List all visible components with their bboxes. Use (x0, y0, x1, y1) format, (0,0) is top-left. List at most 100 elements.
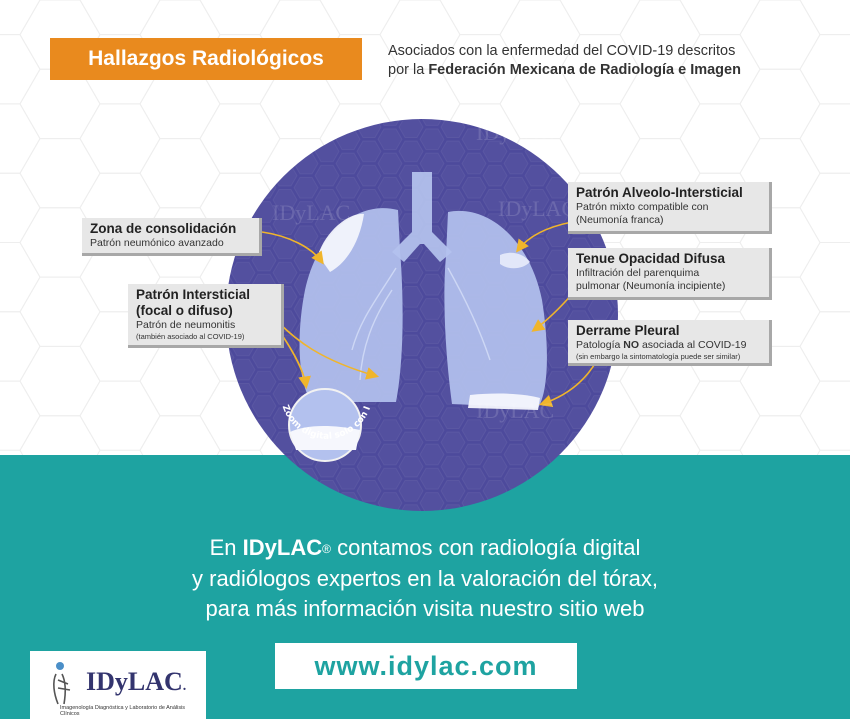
promo-message: En IDyLAC® contamos con radiología digit… (0, 533, 850, 624)
consolidation-zone (318, 213, 364, 272)
circle-hexagon (419, 346, 445, 369)
callout-intersticial-sub: Patrón de neumonitis (136, 319, 236, 331)
circle-hexagon (587, 128, 613, 151)
circle-hexagon (461, 128, 487, 151)
circle-hexagon (545, 467, 571, 490)
circle-hexagon (587, 467, 613, 490)
circle-hexagon (230, 431, 256, 454)
circle-hexagon (377, 128, 403, 151)
circle-hexagon (587, 419, 613, 442)
message-line-2: y radiólogos expertos en la valoración d… (192, 566, 658, 592)
watermark-3: IDyLAC (498, 196, 577, 221)
circle-hexagon (398, 455, 424, 478)
callout-opacidad-title: Tenue Opacidad Difusa (576, 251, 726, 266)
circle-hexagon (251, 395, 277, 417)
circle-hexagon (524, 431, 550, 454)
circle-hexagon (398, 119, 424, 138)
circle-hexagon (226, 419, 235, 442)
circle-hexagon (226, 395, 235, 417)
bg-hexagon (799, 172, 850, 243)
circle-hexagon (503, 201, 529, 223)
logo-caption: Imagenología Diagnóstica y Laboratorio d… (60, 705, 186, 717)
circle-hexagon (587, 152, 613, 175)
circle-hexagon (461, 467, 487, 490)
circle-hexagon (272, 189, 298, 211)
circle-hexagon (419, 419, 445, 442)
circle-hexagon (545, 322, 571, 345)
circle-hexagon (440, 431, 466, 454)
circle-hexagon (482, 504, 508, 511)
trachea (392, 172, 452, 262)
logo-figure-icon (53, 662, 71, 705)
circle-hexagon (272, 261, 298, 284)
circle-hexagon (482, 164, 508, 187)
circle-hexagon (608, 140, 618, 163)
circle-hexagon (226, 119, 235, 126)
circle-hexagon (356, 140, 382, 163)
circle-hexagon (356, 455, 382, 478)
callout-opacidad: Tenue Opacidad Difusa Infiltración del p… (568, 248, 772, 300)
subtitle-line-2-bold: Federación Mexicana de Radiología e Imag… (428, 62, 741, 78)
circle-hexagon (419, 443, 445, 466)
circle-hexagon (503, 419, 529, 442)
circle-hexagon (251, 467, 277, 490)
callout-alveolo-sub-2: (Neumonía franca) (576, 214, 664, 226)
circle-hexagon (566, 140, 592, 163)
circle-hexagon (314, 189, 340, 211)
circle-hexagon (251, 119, 277, 126)
message-line-1-suffix: contamos con radiología digital (337, 535, 641, 560)
circle-hexagon (461, 419, 487, 442)
bg-hexagon (799, 103, 850, 174)
circle-hexagon (230, 455, 256, 478)
arrow-derrame (538, 361, 597, 408)
watermark-1: IDyLAC (476, 120, 555, 145)
circle-hexagon (461, 152, 487, 175)
circle-hexagon (482, 455, 508, 478)
circle-hexagon (566, 119, 592, 138)
website-link[interactable]: www.idylac.com (275, 643, 577, 689)
arrow-consolidacion (261, 231, 324, 265)
circle-hexagon (377, 152, 403, 175)
circle-hexagon (230, 140, 256, 163)
circle-hexagon (608, 358, 618, 381)
circle-hexagon (608, 504, 618, 511)
callout-intersticial-small: (también asociado al COVID-19) (136, 332, 245, 341)
circle-hexagon (293, 128, 319, 151)
circle-hexagon (377, 492, 403, 511)
circle-hexagon (272, 237, 298, 260)
zoom-effusion-detail (290, 426, 360, 450)
watermark-4: IDyLAC (476, 398, 555, 423)
circle-hexagon (226, 128, 235, 151)
circle-hexagon (230, 261, 256, 284)
circle-hexagon (226, 370, 235, 393)
circle-hexagon (251, 128, 277, 151)
circle-hexagon (272, 119, 298, 138)
header-subtitle: Asociados con la enfermedad del COVID-19… (388, 42, 828, 80)
circle-hexagon (545, 298, 571, 320)
callout-opacidad-sub-2: pulmonar (Neumonía incipiente) (576, 280, 726, 292)
circle-hexagon (608, 455, 618, 478)
circle-hexagon (377, 419, 403, 442)
circle-hexagon (419, 273, 445, 296)
circle-hexagon (440, 140, 466, 163)
circle-hexagon (335, 119, 361, 126)
circle-hexagon (230, 119, 256, 138)
circle-hexagon (398, 480, 424, 502)
callout-consolidacion-sub: Patrón neumónico avanzado (90, 237, 224, 249)
callout-derrame: Derrame Pleural Patología NO asociada al… (568, 320, 772, 366)
circle-hexagon (440, 504, 466, 511)
circle-hexagon (587, 119, 613, 126)
circle-hexagon (419, 119, 445, 126)
circle-hexagon (524, 164, 550, 187)
circle-hexagon (566, 383, 592, 405)
logo-name: IDyLAC (86, 667, 183, 696)
circle-hexagon (335, 467, 361, 490)
callout-opacidad-sub-1: Infiltración del parenquima (576, 267, 700, 279)
circle-hexagon (377, 119, 403, 126)
message-line-3: para más información visita nuestro siti… (205, 596, 645, 622)
circle-hexagon (503, 443, 529, 466)
circle-hexagon (503, 176, 529, 199)
circle-hexagon (587, 492, 613, 511)
bg-hexagon (799, 311, 850, 382)
circle-hexagon (226, 467, 235, 490)
